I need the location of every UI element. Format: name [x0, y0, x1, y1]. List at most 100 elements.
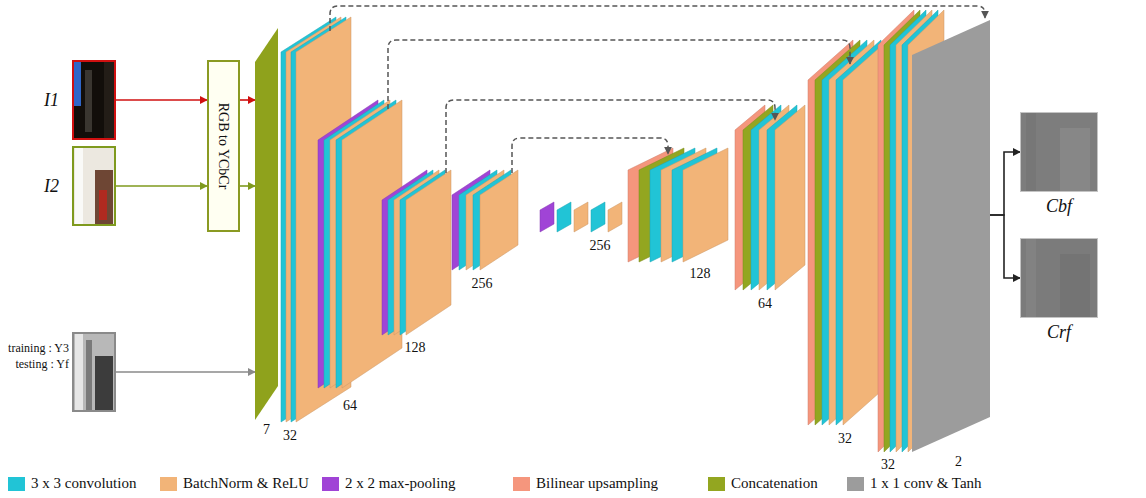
image-frame	[72, 146, 116, 226]
legend-label: BatchNorm & ReLU	[183, 475, 309, 492]
flow-arrow	[990, 152, 1020, 215]
photo-column	[75, 146, 83, 226]
image-label: training : Y3	[8, 342, 69, 356]
flow-arrow	[116, 371, 255, 373]
flow-arrow	[116, 185, 207, 187]
input-photo-bright	[72, 146, 116, 226]
maxpool-layer	[540, 202, 554, 232]
layer-face-shape	[912, 20, 990, 452]
skip-connection	[330, 6, 985, 31]
batchnorm-layer	[608, 202, 622, 232]
photo-column	[1026, 112, 1036, 192]
channel-count: 256	[590, 238, 611, 254]
legend-swatch	[8, 477, 25, 491]
legend-item: BatchNorm & ReLU	[160, 475, 309, 492]
text-group: I1	[44, 90, 59, 111]
flow-arrow	[240, 185, 255, 187]
legend-item: Bilinear upsampling	[513, 475, 658, 492]
photo-column	[75, 332, 83, 412]
skip-connection	[388, 40, 850, 109]
photo-ground	[72, 332, 116, 412]
legend-item: 1 x 1 conv & Tanh	[847, 475, 982, 492]
layer-face	[912, 20, 990, 452]
image-label: Cbf	[1046, 196, 1072, 217]
channel-count: 32	[283, 428, 297, 444]
conv-layer	[557, 202, 571, 232]
text-group: RGB to YCbCr	[215, 103, 231, 190]
legend-item: 2 x 2 max-pooling	[322, 475, 455, 492]
photo-ground	[72, 60, 116, 140]
output-photo-cr	[1020, 238, 1098, 318]
text-group: I2	[44, 176, 59, 197]
photo-door	[95, 356, 113, 412]
flow-arrow	[240, 99, 255, 101]
channel-count: 32	[881, 457, 895, 473]
channel-count: 128	[690, 266, 711, 282]
skip-connection	[512, 138, 668, 173]
image-frame	[1020, 112, 1098, 192]
legend-swatch	[322, 477, 339, 491]
image-frame	[1020, 238, 1098, 318]
photo-ground	[1020, 238, 1098, 318]
output-image: Cbf	[1020, 112, 1098, 217]
output-photo-cb	[1020, 112, 1098, 192]
image-frame	[72, 332, 116, 412]
output-layer: 2	[912, 20, 990, 470]
channel-count: 64	[343, 398, 357, 414]
photo-detail	[99, 190, 107, 220]
legend-swatch	[160, 477, 177, 491]
batchnorm-layer	[683, 148, 728, 262]
text-group: 2	[955, 454, 962, 470]
flow-arrow	[990, 215, 1020, 278]
legend-swatch	[847, 477, 864, 491]
conv-layer	[591, 202, 605, 232]
layer-slabs	[281, 10, 944, 452]
legend-item: 3 x 3 convolution	[8, 475, 136, 492]
image-label: I2	[44, 176, 59, 197]
input-photo-dark	[72, 60, 116, 140]
batchnorm-layer	[480, 170, 518, 270]
flow-arrow	[116, 99, 207, 101]
skip-connections	[330, 6, 985, 173]
input-image: I1	[44, 60, 116, 140]
image-label: Crf	[1047, 322, 1071, 343]
text-group: Crf	[1047, 322, 1071, 343]
legend-label: Bilinear upsampling	[536, 475, 658, 492]
channel-count: 128	[405, 340, 426, 356]
channel-count: 7	[263, 422, 270, 438]
batchnorm-layer	[406, 170, 451, 335]
photo-door	[1060, 254, 1090, 318]
image-label: I1	[44, 90, 59, 111]
photo-ground	[72, 146, 116, 226]
output-image: Crf	[1020, 238, 1098, 343]
image-label: testing : Yf	[15, 358, 69, 372]
photo-door	[95, 170, 113, 226]
legend-label: 3 x 3 convolution	[31, 475, 136, 492]
legend-label: Concatenation	[731, 475, 818, 492]
input-image: I2	[44, 146, 116, 226]
photo-column	[1026, 238, 1036, 318]
channel-count: 32	[838, 431, 852, 447]
input-layer: 7	[255, 28, 278, 438]
channel-count: 2	[955, 454, 962, 470]
conversion-box: RGB to YCbCr	[207, 60, 240, 232]
channel-count: 256	[472, 276, 493, 292]
photo-door	[1060, 128, 1090, 192]
legend-swatch	[708, 477, 725, 491]
layer-face-shape	[255, 28, 278, 420]
box-label: RGB to YCbCr	[215, 103, 231, 190]
skip-connection	[446, 100, 775, 173]
layer-face	[255, 28, 278, 420]
legend-label: 2 x 2 max-pooling	[345, 475, 455, 492]
input-photo-gray	[72, 332, 116, 412]
text-group: 7	[263, 422, 270, 438]
batchnorm-layer	[574, 202, 588, 232]
photo-ground	[1020, 112, 1098, 192]
image-frame	[72, 60, 116, 140]
legend-label: 1 x 1 conv & Tanh	[870, 475, 982, 492]
input-image: training : Y3 testing : Yf	[8, 332, 116, 412]
photo-shadow	[86, 340, 92, 412]
channel-count: 64	[758, 296, 772, 312]
text-group: training : Y3 testing : Yf	[8, 332, 69, 372]
